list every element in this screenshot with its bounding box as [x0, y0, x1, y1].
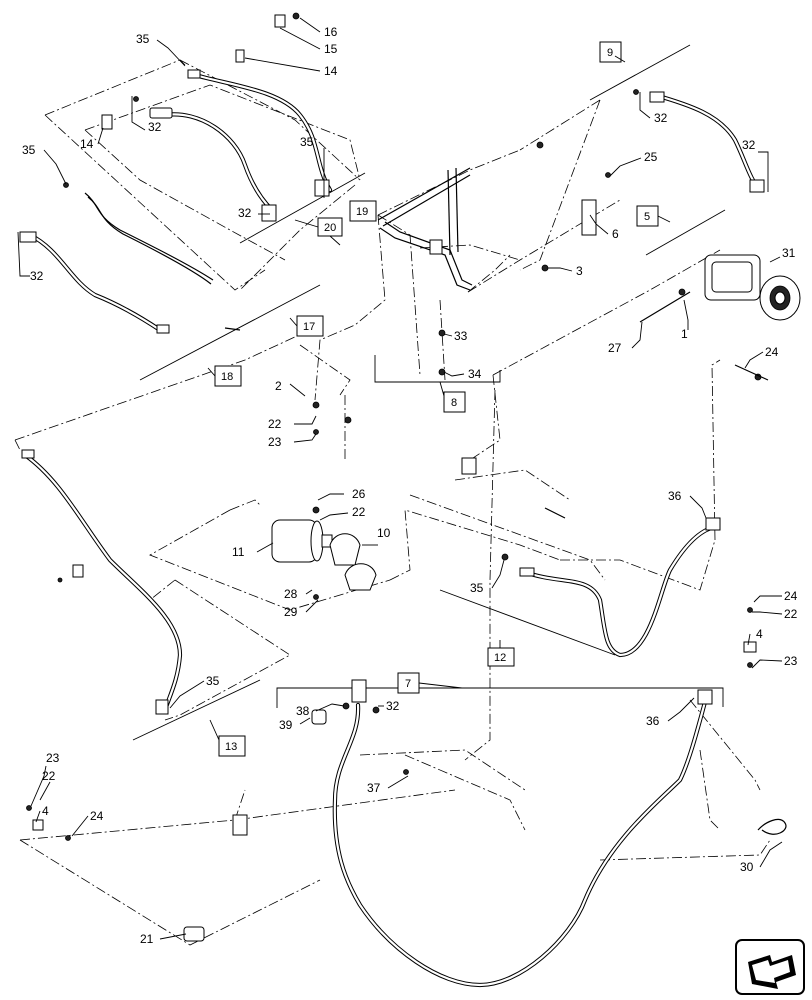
callout: 22: [784, 607, 798, 621]
callout: 15: [324, 42, 338, 56]
callout: 23: [784, 654, 798, 668]
svg-text:5: 5: [644, 211, 650, 223]
svg-text:20: 20: [324, 222, 336, 234]
svg-text:18: 18: [221, 371, 233, 383]
svg-text:8: 8: [451, 397, 457, 409]
callout: 22: [42, 769, 56, 783]
callout: 11: [232, 545, 245, 559]
ref-box-9[interactable]: 9: [599, 41, 622, 63]
callout: 23: [268, 435, 282, 449]
filter-clamps: [329, 533, 377, 591]
callout: 24: [784, 589, 798, 603]
callout: 14: [80, 137, 94, 151]
svg-text:13: 13: [225, 741, 237, 753]
filter-drier: [271, 519, 333, 563]
ref-box-18[interactable]: 18: [214, 365, 242, 387]
callout: 16: [324, 25, 338, 39]
callout: 32: [386, 699, 400, 713]
callout: 32: [30, 269, 44, 283]
callout: 35: [470, 581, 484, 595]
callout: 21: [140, 932, 154, 946]
callout-leaders: [17, 17, 783, 940]
callout: 23: [46, 751, 60, 765]
svg-text:12: 12: [494, 652, 506, 664]
callout: 29: [284, 605, 298, 619]
hoses: [22, 72, 787, 988]
ref-box-13[interactable]: 13: [218, 735, 246, 757]
callout: 2: [275, 379, 282, 393]
reference-brackets: [132, 44, 726, 741]
callout: 14: [324, 64, 338, 78]
callout: 26: [352, 487, 366, 501]
assembly-outlines: [14, 59, 771, 946]
callout: 32: [742, 138, 756, 152]
callout: 22: [268, 417, 282, 431]
ref-box-7[interactable]: 7: [397, 672, 420, 694]
callout: 35: [206, 674, 220, 688]
callout: 24: [90, 809, 104, 823]
callout-labels: 1 2 3 4 4 6 10 11 14 14 15 16 21 22 22 2…: [22, 25, 798, 946]
callout: 28: [284, 587, 298, 601]
callout: 35: [136, 32, 150, 46]
callout: 4: [42, 804, 49, 818]
callout: 36: [646, 714, 660, 728]
callout: 32: [148, 120, 162, 134]
svg-text:9: 9: [607, 47, 613, 59]
callout: 1: [681, 327, 688, 341]
callout: 22: [352, 505, 366, 519]
callout: 32: [654, 111, 668, 125]
fittings: [19, 12, 769, 942]
callout: 32: [238, 206, 252, 220]
callout: 33: [454, 329, 468, 343]
callout: 31: [782, 246, 796, 260]
ref-box-8[interactable]: 8: [443, 391, 466, 413]
callout: 35: [300, 135, 314, 149]
callout: 39: [279, 718, 293, 732]
callout: 35: [22, 143, 36, 157]
callout: 3: [576, 264, 583, 278]
boxed-references: 5 7 8 9 12 13 17 18: [207, 41, 671, 757]
callout: 37: [367, 781, 381, 795]
callout: 30: [740, 860, 754, 874]
callout: 10: [377, 526, 391, 540]
ref-box-20[interactable]: 20: [317, 217, 343, 237]
ref-box-12[interactable]: 12: [487, 647, 515, 667]
callout: 4: [756, 627, 763, 641]
callout: 6: [612, 227, 619, 241]
callout: 24: [765, 345, 779, 359]
callout: 25: [644, 150, 658, 164]
ref-box-19[interactable]: 19: [349, 200, 377, 222]
svg-text:7: 7: [405, 678, 411, 690]
callout: 38: [296, 704, 310, 718]
svg-text:19: 19: [356, 206, 368, 218]
ref-box-5[interactable]: 5: [636, 205, 659, 227]
callout: 34: [468, 367, 482, 381]
callout: 36: [668, 489, 682, 503]
ref-box-17[interactable]: 17: [296, 315, 324, 337]
ac-compressor: [704, 254, 801, 321]
callout: 27: [608, 341, 622, 355]
svg-text:17: 17: [303, 321, 315, 333]
next-page-arrow-icon[interactable]: [735, 939, 805, 995]
